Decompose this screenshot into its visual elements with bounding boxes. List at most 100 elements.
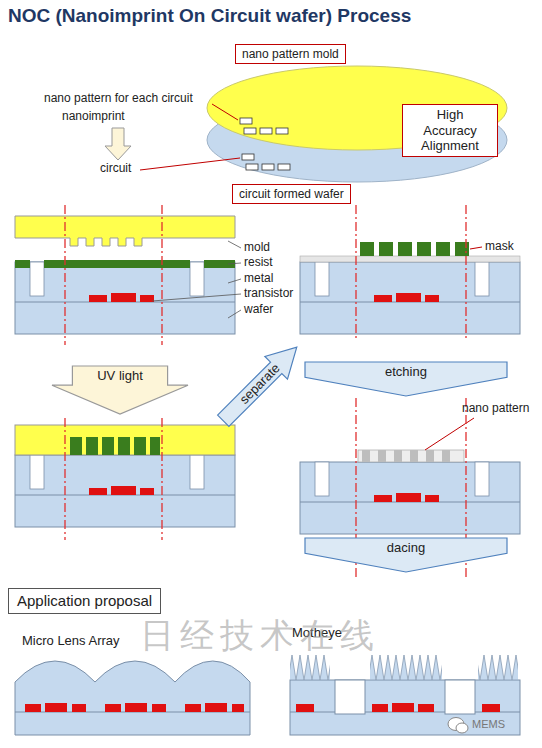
node-text: High Accuracy Alignment [409,107,491,154]
circuit-chips [278,164,290,170]
transistors [45,703,67,712]
nano-pattern-stripes [358,450,464,462]
watermark: MEMS [472,718,505,731]
transistors [205,703,227,712]
part-label: metal [244,272,273,286]
process-illustration [15,262,235,334]
nano-pattern-stripes [394,450,402,462]
part-label: wafer [244,303,273,317]
mask-blocks [379,242,393,256]
transistors [372,704,388,712]
circuit-chips [242,154,254,160]
wechat-icon [448,718,468,734]
leader-lines [152,241,241,318]
part-label: circuit [100,162,131,176]
motheye-spikes [370,655,442,680]
watermark: 日经技术在线 [140,616,380,655]
nano-pattern-stripes [442,450,450,462]
mask-blocks [360,242,374,256]
cut-lines [355,205,356,340]
red-label-box: High Accuracy Alignment [402,104,498,157]
part-label: Micro Lens Array [22,634,120,649]
transistors [105,704,121,712]
node-text: circuit formed wafer [239,187,344,201]
transistors [72,704,86,712]
leader-lines [228,310,241,318]
part-label: transistor [244,287,293,301]
part-label: mask [485,240,514,254]
mask-blocks [417,242,431,256]
arrow-outline [212,336,308,432]
residual-resist [300,256,520,262]
pattern-chips [276,128,288,134]
motheye-spikes [290,655,330,680]
part-label: nano pattern for each circuit [44,92,193,106]
cut-lines [64,418,65,540]
mold-section [15,216,235,246]
separate-arrow: separate [212,336,308,432]
motheye-spikes [290,655,518,680]
node-text: UV light [97,368,143,384]
cured-resist [150,437,160,455]
leader-lines [228,241,241,248]
circuit-chips [246,164,258,170]
red-label-box: nano pattern mold [235,44,346,64]
pattern-chips [240,118,288,134]
diagram-title: NOC (Nanoimprint On Circuit wafer) Proce… [8,5,411,27]
cured-resist [86,437,98,455]
cut-lines [161,418,162,540]
cured-resist [70,437,160,455]
node-text: nano pattern mold [242,47,339,61]
wechat-icon [456,723,468,733]
nano-pattern-stripes [410,450,418,462]
transistors [296,703,500,712]
circuit-chips [242,154,290,170]
pattern-chips [240,118,252,124]
leader-line [140,158,240,170]
pattern-chips [244,128,256,134]
trench [335,680,365,714]
nano-pattern-stripes [362,450,370,462]
transistors [25,704,41,712]
transistors [232,704,244,712]
uv-arrow: UV light [52,366,188,414]
mask-blocks [398,242,412,256]
leader-line [470,247,482,249]
red-label-box: circuit formed wafer [232,184,351,204]
node-text: Application proposal [17,592,152,610]
motheye-wafer [290,680,520,735]
nano-pattern-stripes [378,450,386,462]
process-illustration [300,462,520,534]
down-arrow [105,128,131,160]
cut-lines [64,205,65,345]
cured-resist [102,437,114,455]
step-arrow: etching [305,362,507,396]
motheye-spikes [478,655,518,680]
cut-lines [161,205,162,345]
resist-layer [15,260,30,268]
process-illustration [15,455,235,527]
mask-blocks [436,242,450,256]
node-text: etching [385,364,427,380]
mask-blocks [360,242,469,256]
circuit-chips [262,164,274,170]
trench [445,680,475,714]
transistors [125,703,147,712]
transistors [25,703,244,712]
transistors [152,704,166,712]
transistors [418,704,434,712]
leader-lines [152,294,241,301]
resist-layer [44,260,190,268]
micro-lens-array [15,661,250,735]
part-label: nanoimprint [62,110,125,124]
mask-blocks [455,242,469,256]
cured-resist [118,437,130,455]
nano-pattern-stripes [358,450,464,462]
section-box: Application proposal [8,588,161,614]
leader-lines [228,279,241,283]
process-illustration [300,262,520,334]
transistors [392,703,414,712]
transistors [482,704,500,712]
mold-section [15,425,235,455]
